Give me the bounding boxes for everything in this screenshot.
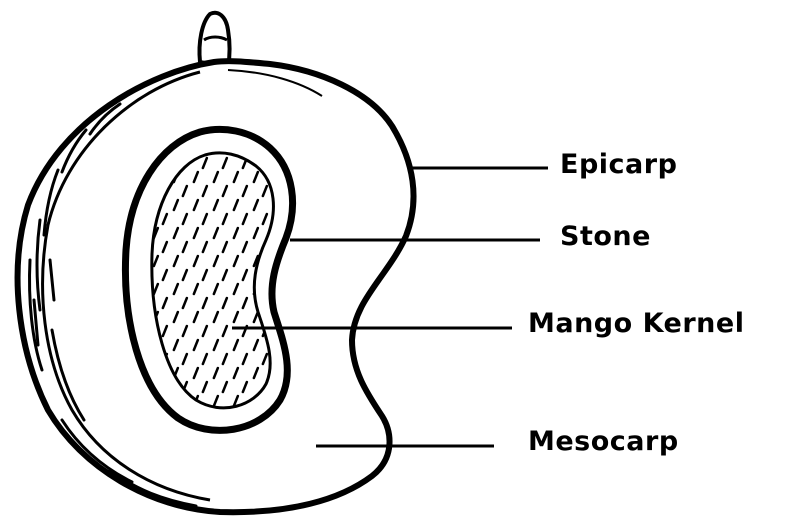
stone-label: Stone xyxy=(560,221,651,252)
mesocarp-label: Mesocarp xyxy=(528,426,679,457)
epicarp-label: Epicarp xyxy=(560,149,677,180)
kernel-outline xyxy=(152,153,274,408)
kernel-label: Mango Kernel xyxy=(528,308,744,339)
